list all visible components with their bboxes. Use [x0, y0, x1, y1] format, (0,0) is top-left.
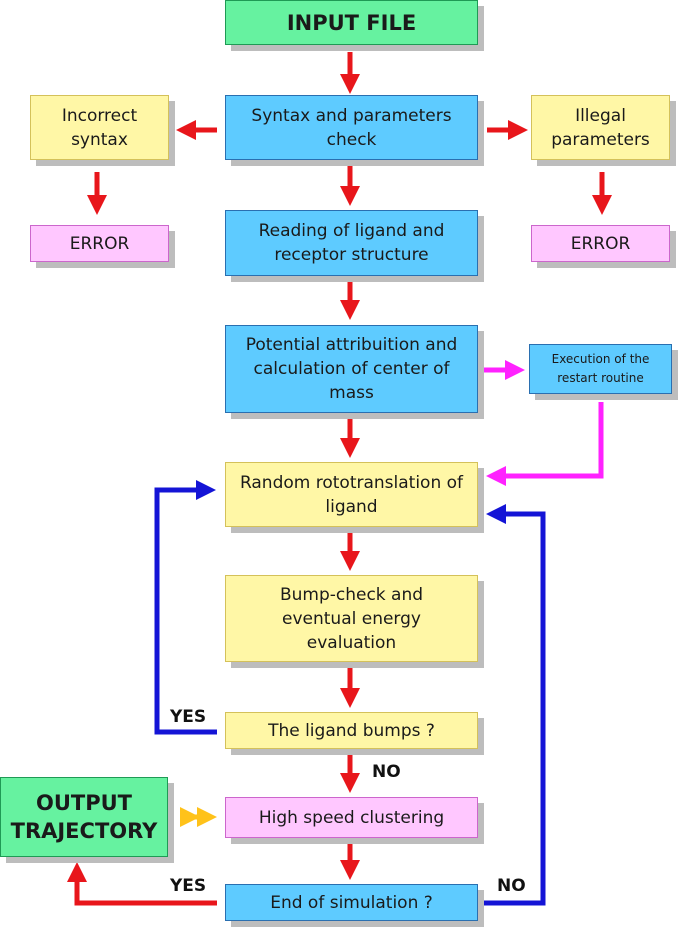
end-simulation-label: End of simulation ? [270, 892, 433, 913]
restart-box: Execution of the restart routine [529, 344, 672, 394]
ligand-bumps-box: The ligand bumps ? [225, 712, 478, 749]
random-box: Random rototranslation of ligand [225, 462, 478, 527]
yes-end-label: YES [170, 876, 207, 896]
syntax-check-label: Syntax and parameters check [251, 105, 452, 150]
illegal-parameters-box: Illegal parameters [531, 95, 670, 160]
arrow-end-no-loop [480, 504, 546, 906]
potential-label: Potential attribuition and calculation o… [245, 335, 458, 403]
bump-check-label: Bump-check and eventual energy evaluatio… [279, 584, 424, 653]
output-trajectory-box: OUTPUT TRAJECTORY [0, 777, 168, 857]
restart-label: Execution of the restart routine [551, 352, 650, 385]
error-right-box: ERROR [531, 225, 670, 262]
clustering-label: High speed clustering [258, 807, 445, 828]
arrow-bumps-yes-loop [154, 480, 217, 735]
end-simulation-box: End of simulation ? [225, 884, 478, 921]
error-left-label: ERROR [69, 233, 130, 254]
ligand-bumps-label: The ligand bumps ? [268, 720, 435, 741]
input-file-label: INPUT FILE [286, 10, 417, 35]
yes-bumps-label: YES [170, 707, 207, 727]
bump-check-box: Bump-check and eventual energy evaluatio… [225, 575, 478, 662]
error-right-label: ERROR [570, 233, 631, 254]
illegal-parameters-label: Illegal parameters [551, 105, 650, 150]
incorrect-syntax-label: Incorrect syntax [61, 105, 138, 150]
arrow-end-to-output [67, 862, 217, 906]
no-bumps-label: NO [372, 762, 401, 782]
reading-label: Reading of ligand and receptor structure [258, 221, 445, 265]
potential-box: Potential attribuition and calculation o… [225, 325, 478, 413]
input-file-box: INPUT FILE [225, 0, 478, 45]
arrow-restart-to-random [486, 402, 604, 486]
no-end-label: NO [497, 876, 526, 896]
error-left-box: ERROR [30, 225, 169, 262]
clustering-box: High speed clustering [225, 797, 478, 838]
syntax-check-box: Syntax and parameters check [225, 95, 478, 160]
random-label: Random rototranslation of ligand [239, 472, 464, 517]
reading-box: Reading of ligand and receptor structure [225, 210, 478, 276]
output-trajectory-label: OUTPUT TRAJECTORY [10, 791, 158, 843]
incorrect-syntax-box: Incorrect syntax [30, 95, 169, 160]
